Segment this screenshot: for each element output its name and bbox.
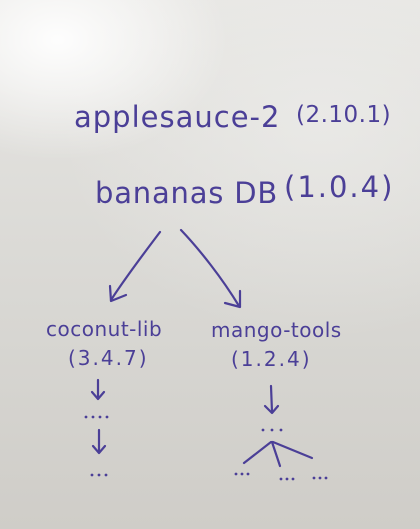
- arrowhead-mango-down: [263, 404, 280, 415]
- branch-mango-left: [242, 440, 273, 465]
- package-version-mango: (1.2.4): [231, 347, 312, 371]
- arrowhead-coconut-down-1: [90, 390, 106, 401]
- package-name-mango: mango-tools: [211, 318, 342, 342]
- ellipsis-coconut-2: [90, 473, 108, 477]
- ellipsis-mango-right: [312, 476, 328, 480]
- branch-mango-middle: [270, 440, 282, 468]
- ellipsis-mango-middle: [279, 477, 295, 481]
- package-name-bananas: bananas DB: [95, 176, 279, 210]
- arrowhead-coconut-down-2: [91, 444, 107, 455]
- arrowhead-mango-tools: [223, 289, 242, 309]
- package-version-coconut: (3.4.7): [68, 346, 149, 370]
- ellipsis-coconut-1: [84, 415, 109, 419]
- ellipsis-mango-left: [234, 472, 250, 476]
- package-name-coconut: coconut-lib: [46, 317, 163, 341]
- arrow-to-coconut-lib: [109, 230, 162, 302]
- package-version-bananas: (1.0.4): [284, 170, 395, 204]
- ellipsis-mango: [261, 428, 283, 432]
- arrow-to-mango-tools: [179, 228, 241, 308]
- package-name-applesauce: applesauce-2: [74, 100, 281, 134]
- branch-mango-right: [271, 440, 314, 460]
- arrow-mango-down: [269, 384, 274, 414]
- package-version-applesauce: (2.10.1): [296, 102, 392, 128]
- arrowhead-coconut-lib: [108, 284, 128, 303]
